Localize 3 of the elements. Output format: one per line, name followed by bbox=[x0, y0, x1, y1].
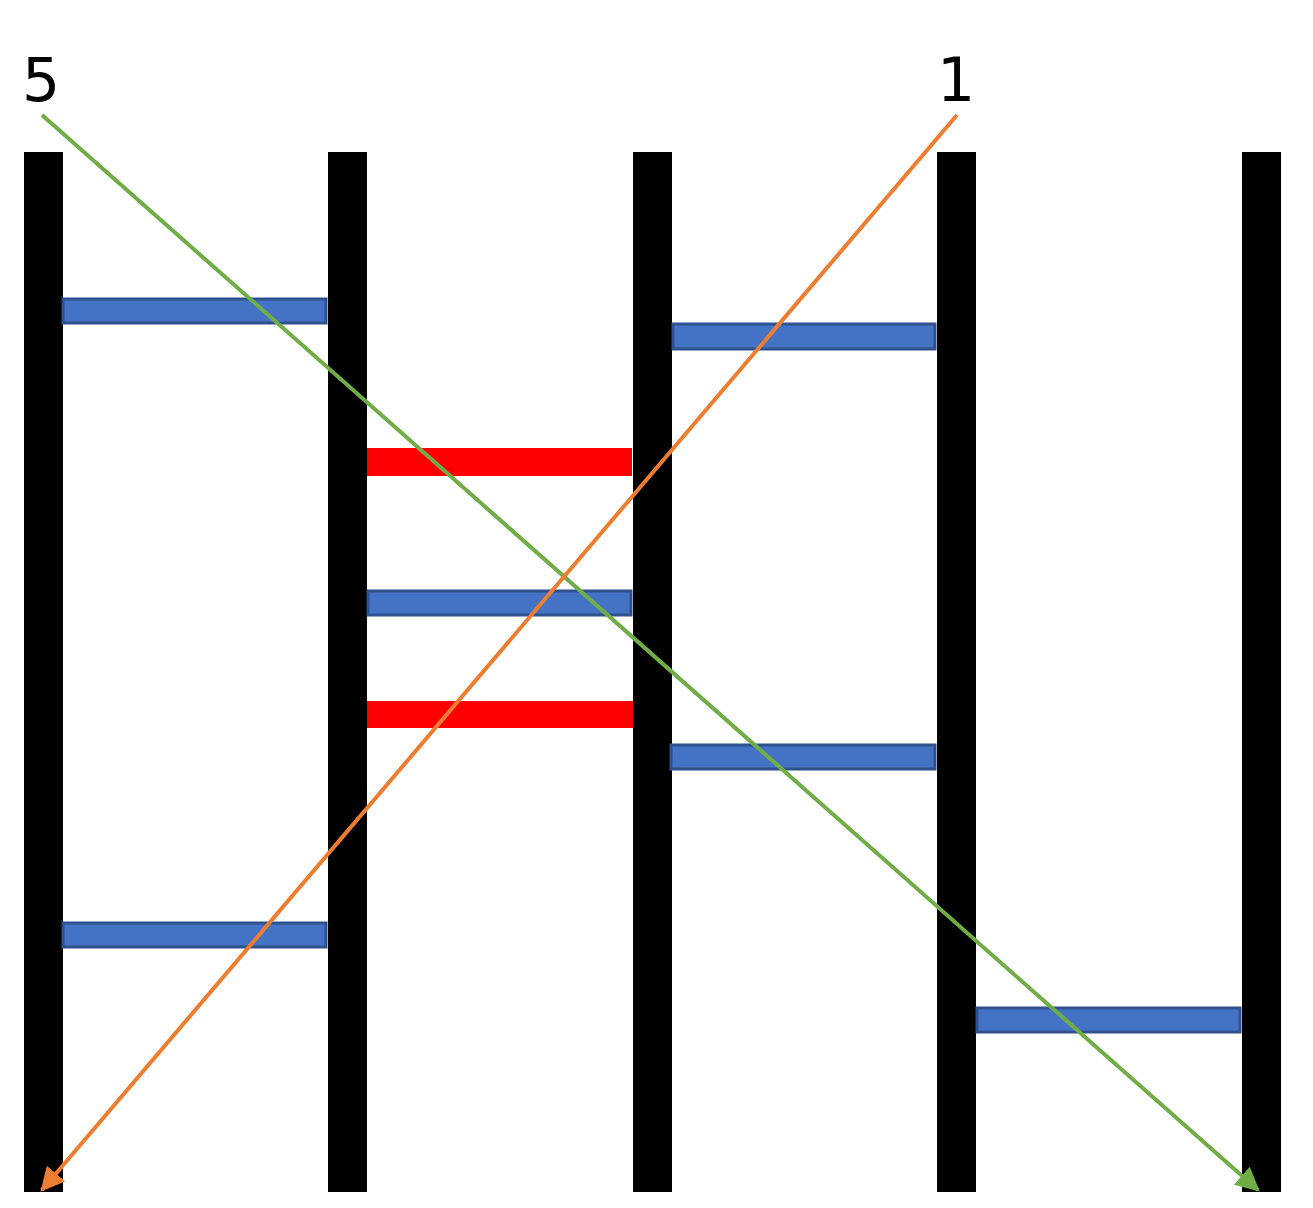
arrow bbox=[40, 113, 959, 1192]
column-number: 5 bbox=[22, 45, 61, 115]
column-number: 1 bbox=[937, 45, 976, 115]
